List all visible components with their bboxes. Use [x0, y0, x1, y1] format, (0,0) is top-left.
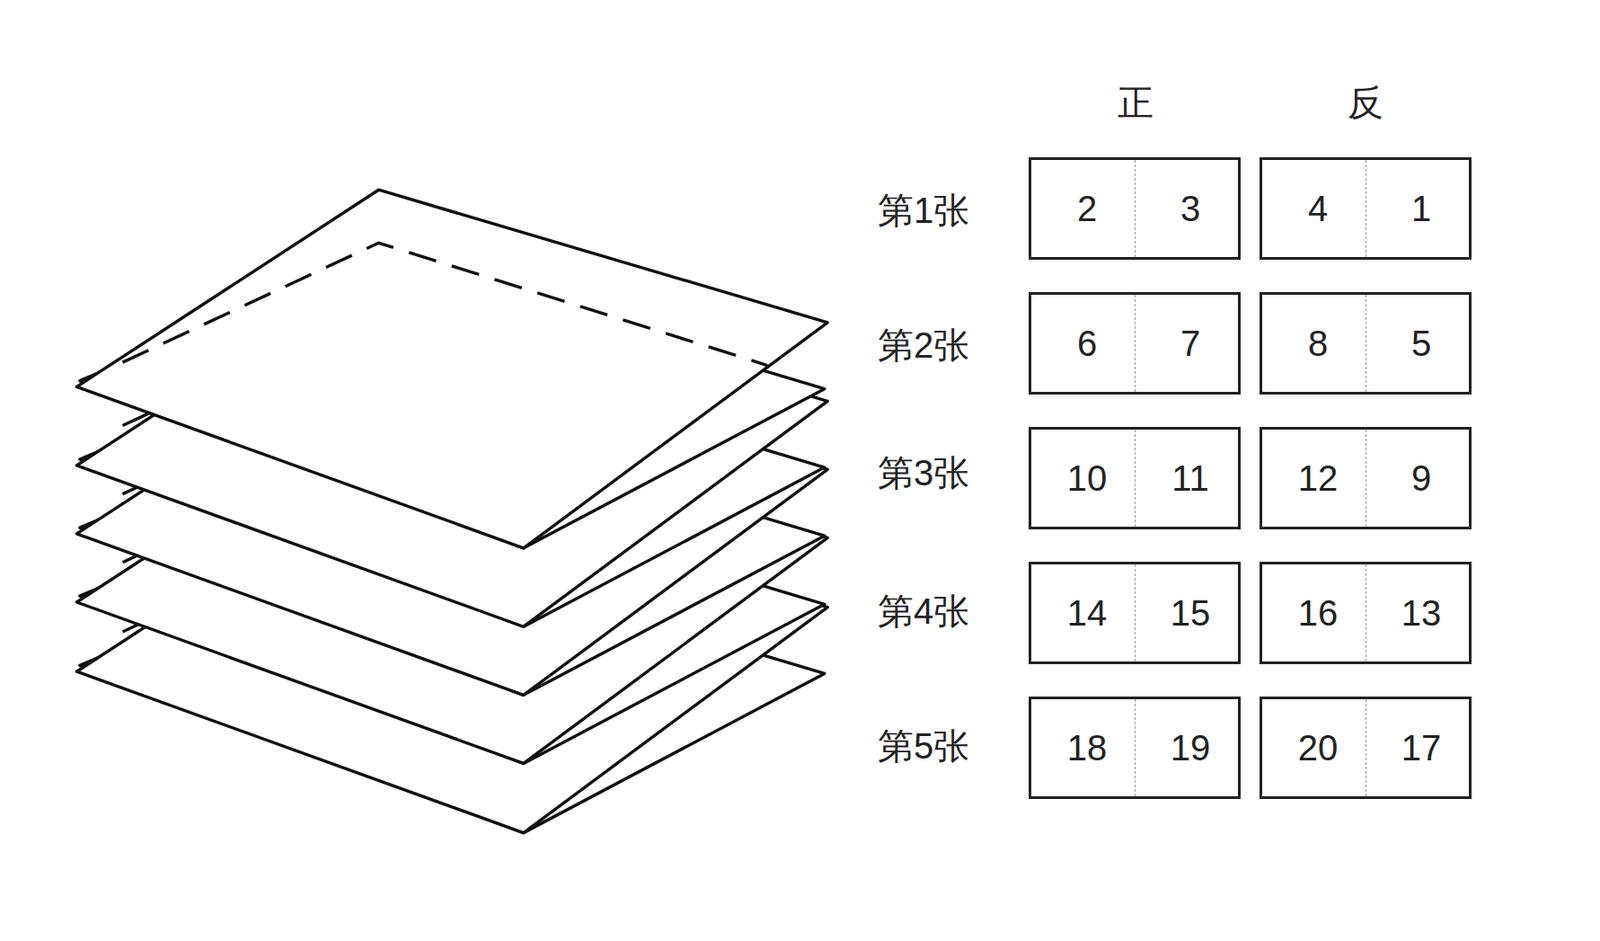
- page-number: 1: [1411, 190, 1432, 227]
- page-number: 15: [1170, 594, 1212, 631]
- page-box: 41: [1259, 157, 1472, 260]
- fold-divider: [1365, 159, 1367, 257]
- page-box: 12 9: [1259, 426, 1472, 530]
- page-number: 4: [1308, 190, 1328, 227]
- page-box: 67: [1028, 291, 1241, 395]
- page-box: 1819: [1028, 696, 1241, 799]
- fold-divider: [1134, 159, 1136, 257]
- fold-divider: [1134, 294, 1136, 392]
- page-box: 1613: [1259, 561, 1472, 664]
- page-number: 13: [1401, 594, 1442, 631]
- page-number: 19: [1170, 729, 1212, 766]
- fold-divider: [1134, 698, 1136, 796]
- page-box: 2017: [1259, 696, 1472, 799]
- page-number: 17: [1401, 729, 1442, 766]
- page-number: 18: [1067, 729, 1108, 766]
- page-number: 11: [1171, 459, 1210, 496]
- page-number: 6: [1077, 325, 1097, 362]
- fold-divider: [1365, 698, 1367, 796]
- page-number: 14: [1067, 594, 1108, 631]
- page-number: 20: [1298, 729, 1339, 766]
- row-label: 第2张: [877, 327, 970, 363]
- fold-divider: [1365, 294, 1367, 392]
- column-header: 正: [1117, 84, 1154, 121]
- fold-dashed-line: [122, 242, 768, 365]
- page-box: 10 11: [1028, 426, 1241, 530]
- row-label: 第5张: [877, 727, 970, 764]
- row-label: 第1张: [877, 192, 970, 229]
- page-box: 23: [1028, 157, 1241, 260]
- row-label: 第4张: [877, 592, 970, 629]
- fold-divider: [1365, 564, 1367, 662]
- page-number: 5: [1411, 325, 1432, 362]
- page-number: 9: [1411, 459, 1432, 496]
- page-number: 2: [1077, 190, 1097, 227]
- page-number: 12: [1298, 459, 1339, 496]
- row-label: 第3张: [877, 454, 970, 491]
- fold-divider: [1134, 564, 1136, 662]
- page-number: 10: [1067, 459, 1108, 496]
- page-number: 7: [1180, 325, 1201, 362]
- page-number: 16: [1298, 594, 1339, 631]
- page-number: 8: [1308, 325, 1328, 362]
- fold-divider: [1365, 429, 1367, 527]
- column-header: 反: [1347, 84, 1384, 121]
- sheet-upper-leaf: [76, 189, 828, 549]
- page-box: 85: [1259, 291, 1472, 395]
- fold-divider: [1134, 429, 1136, 527]
- page-box: 14 15: [1028, 561, 1241, 664]
- page-number: 3: [1180, 190, 1201, 227]
